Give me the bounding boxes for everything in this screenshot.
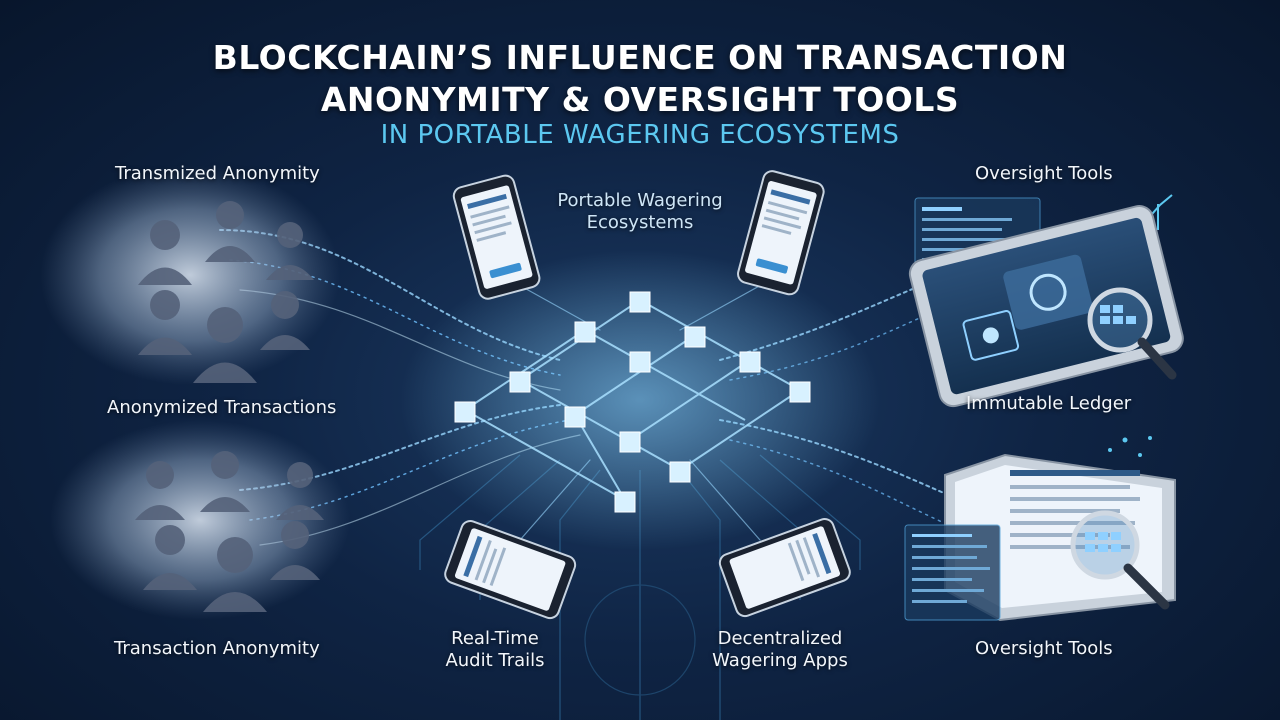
blockchain-cube-icon bbox=[564, 406, 586, 428]
label-portable-wagering-line2: Ecosystems bbox=[586, 212, 694, 233]
blockchain-cube-icon bbox=[574, 321, 596, 343]
anonymity-cloud-bottom bbox=[50, 420, 350, 620]
label-audit-trails-line1: Real-Time bbox=[451, 628, 539, 649]
person-silhouette-icon bbox=[135, 461, 185, 520]
smartphone-icon bbox=[444, 520, 577, 620]
smartphone-icon bbox=[452, 174, 541, 300]
data-panel bbox=[904, 524, 1001, 621]
label-decentralized-apps: Decentralized Wagering Apps bbox=[695, 628, 865, 672]
label-decentralized-line1: Decentralized bbox=[717, 628, 843, 649]
label-oversight-tools-bottom: Oversight Tools bbox=[975, 638, 1113, 659]
person-silhouette-icon bbox=[260, 291, 310, 350]
magnifier-icon bbox=[1087, 287, 1177, 380]
label-anonymized-transactions: Anonymized Transactions bbox=[107, 397, 337, 418]
person-silhouette-icon bbox=[203, 537, 267, 612]
label-oversight-tools-top: Oversight Tools bbox=[975, 163, 1113, 184]
blockchain-cube-icon bbox=[454, 401, 476, 423]
anonymity-cloud-top bbox=[40, 165, 340, 385]
person-silhouette-icon bbox=[138, 290, 192, 355]
subtitle: IN PORTABLE WAGERING ECOSYSTEMS bbox=[380, 120, 900, 150]
person-silhouette-icon bbox=[205, 201, 255, 262]
person-silhouette-icon bbox=[276, 462, 324, 520]
person-silhouette-icon bbox=[138, 220, 192, 285]
sparkle-icons bbox=[1108, 436, 1152, 457]
title-line-2: ANONYMITY & OVERSIGHT TOOLS bbox=[320, 80, 960, 119]
blockchain-cube-icon bbox=[669, 461, 691, 483]
person-silhouette-icon bbox=[200, 451, 250, 512]
blockchain-cubes bbox=[454, 291, 811, 513]
person-silhouette-icon bbox=[143, 525, 197, 590]
magnifier-icon bbox=[1070, 510, 1170, 610]
label-portable-wagering: Portable Wagering Ecosystems bbox=[540, 190, 740, 234]
tablet-icon bbox=[944, 453, 1176, 622]
title-line-1: BLOCKCHAIN’S INFLUENCE ON TRANSACTION bbox=[212, 38, 1068, 77]
blockchain-cube-icon bbox=[614, 491, 636, 513]
person-silhouette-icon bbox=[193, 307, 257, 383]
network-glow bbox=[400, 250, 880, 550]
smartphone-icon bbox=[718, 518, 851, 618]
label-immutable-ledger: Immutable Ledger bbox=[966, 393, 1132, 414]
blockchain-cube-icon bbox=[684, 326, 706, 348]
blockchain-network bbox=[454, 291, 811, 513]
label-transaction-anonymity: Transaction Anonymity bbox=[114, 638, 320, 659]
blockchain-cube-icon bbox=[789, 381, 811, 403]
blockchain-cube-icon bbox=[629, 351, 651, 373]
label-audit-trails: Real-Time Audit Trails bbox=[420, 628, 570, 672]
label-portable-wagering-line1: Portable Wagering bbox=[557, 190, 723, 211]
label-audit-trails-line2: Audit Trails bbox=[445, 650, 545, 671]
label-transmized-anonymity: Transmized Anonymity bbox=[115, 163, 320, 184]
smartphone-icon bbox=[737, 170, 825, 296]
blockchain-cube-icon bbox=[629, 291, 651, 313]
person-silhouette-icon bbox=[266, 222, 314, 280]
blockchain-cube-icon bbox=[619, 431, 641, 453]
blockchain-cube-icon bbox=[509, 371, 531, 393]
label-decentralized-line2: Wagering Apps bbox=[712, 650, 848, 671]
person-silhouette-icon bbox=[270, 521, 320, 580]
blockchain-cube-icon bbox=[739, 351, 761, 373]
